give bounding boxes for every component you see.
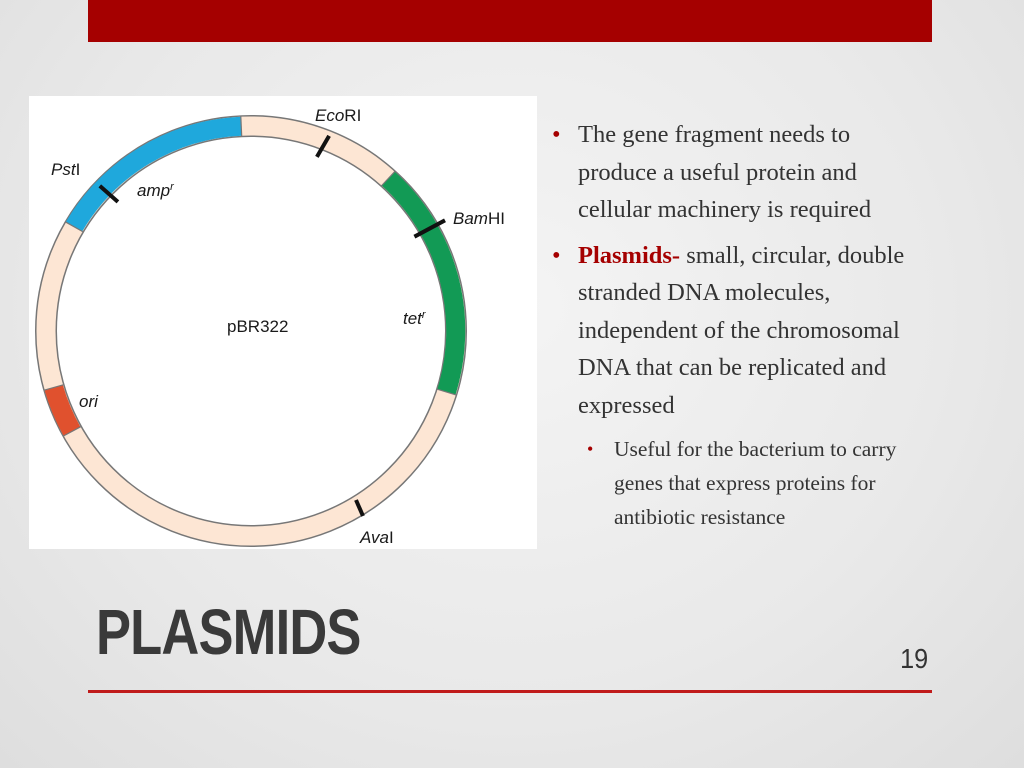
tet-gene-segment bbox=[381, 171, 466, 395]
sub-bullet-item: Useful for the bacterium to carry genes … bbox=[578, 432, 928, 534]
psti-tick bbox=[98, 184, 120, 204]
psti-label: PstI bbox=[51, 160, 80, 179]
sub-bullet-text: Useful for the bacterium to carry genes … bbox=[614, 437, 897, 529]
tet-gene-label: tetr bbox=[403, 309, 427, 328]
plasmid-name-label: pBR322 bbox=[227, 317, 288, 336]
bullet-item: The gene fragment needs to produce a use… bbox=[548, 116, 928, 229]
ecori-tick bbox=[315, 134, 331, 158]
top-accent-bar bbox=[88, 0, 932, 42]
bamhi-label: BamHI bbox=[453, 209, 505, 228]
amp-gene-label: ampr bbox=[137, 181, 175, 200]
ecori-label: EcoRI bbox=[315, 106, 361, 125]
bullet-term: Plasmids- bbox=[578, 241, 681, 269]
bamhi-tick bbox=[413, 218, 446, 239]
bullet-text: small, circular, double stranded DNA mol… bbox=[578, 241, 905, 419]
avai-label: AvaI bbox=[359, 528, 394, 547]
ori-label: ori bbox=[79, 392, 99, 411]
avai-tick bbox=[354, 499, 365, 517]
bottom-divider bbox=[88, 690, 932, 693]
plasmid-map-svg: EcoRI BamHI PstI AvaI ampr tetr ori pBR3… bbox=[35, 106, 505, 547]
plasmid-diagram: EcoRI BamHI PstI AvaI ampr tetr ori pBR3… bbox=[29, 96, 537, 549]
restriction-site-ticks bbox=[98, 134, 446, 517]
amp-gene-segment bbox=[65, 116, 242, 232]
bullet-list: The gene fragment needs to produce a use… bbox=[548, 116, 928, 534]
segment-boundaries bbox=[43, 116, 457, 437]
bullet-item: Plasmids- small, circular, double strand… bbox=[548, 237, 928, 425]
page-number: 19 bbox=[899, 643, 928, 674]
bullet-text: The gene fragment needs to produce a use… bbox=[578, 121, 872, 223]
slide-title: PLASMIDS bbox=[96, 596, 361, 668]
